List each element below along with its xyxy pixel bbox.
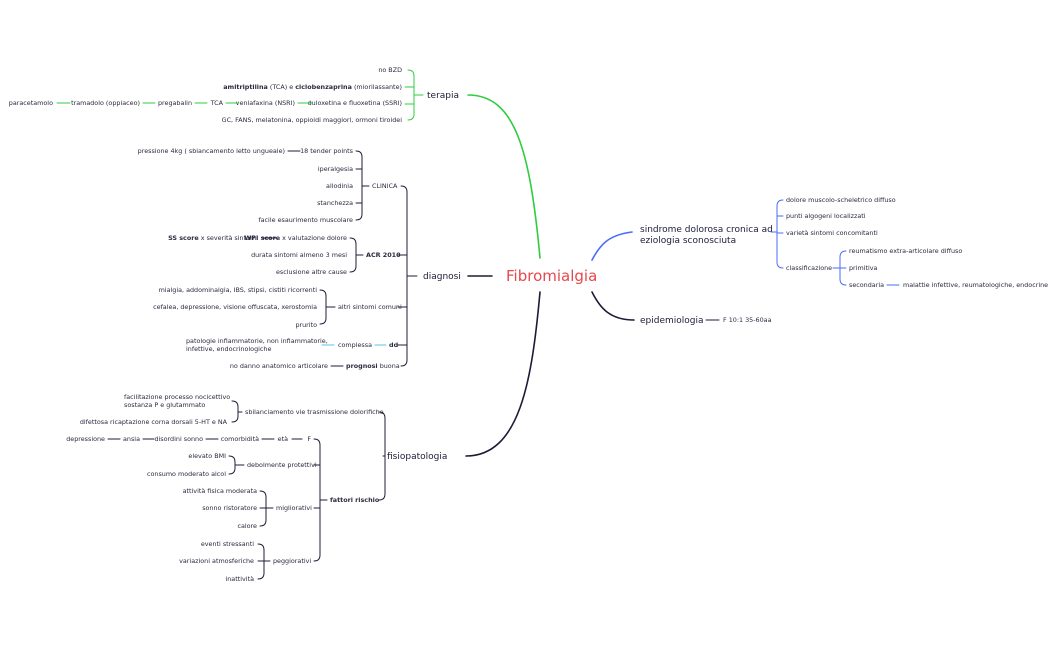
fattori-rischio-label[interactable]: fattori rischio (330, 496, 380, 504)
clinica-label[interactable]: CLINICA (372, 182, 398, 190)
clinica-bracket (355, 150, 370, 221)
branch-terapia (467, 94, 541, 259)
sindrome-punti[interactable]: punti algogeni localizzati (786, 212, 866, 220)
branch-epidemiologia (591, 291, 635, 321)
main-branches (465, 94, 635, 457)
fattori-eta[interactable]: età (278, 435, 288, 443)
diagnosi-label[interactable]: diagnosi (423, 272, 461, 282)
epidemiologia-branch: epidemiologia F 10:1 35-60aa (640, 316, 772, 326)
terapia-chain-tca[interactable]: TCA (210, 99, 224, 107)
sbil-facilitazione-2[interactable]: sostanza P e glutammato (124, 401, 205, 409)
terapia-amitriptilina[interactable]: amitriptilina (TCA) e ciclobenzaprina (m… (223, 83, 402, 91)
prognosi[interactable]: prognosi buona (346, 362, 400, 370)
sbil-bracket (231, 400, 243, 423)
terapia-chain-venlafaxina[interactable]: venlafaxina (NSRI) (236, 99, 295, 107)
peggiorativi-inattivita[interactable]: inattività (225, 575, 254, 583)
diagnosi-bracket (397, 185, 418, 367)
terapia-label[interactable]: terapia (427, 91, 459, 101)
fisiopatologia-label[interactable]: fisiopatologia (387, 452, 447, 462)
peggiorativi-eventi[interactable]: eventi stressanti (201, 540, 254, 548)
altri-prurito[interactable]: prurito (295, 321, 317, 329)
diagnosi-branch: diagnosi CLINICA 18 tender points pressi… (138, 147, 461, 370)
migliorativi-calore[interactable]: calore (237, 522, 257, 530)
secondaria-note[interactable]: malattie infettive, reumatologiche, endo… (903, 281, 1048, 289)
fattori-disordini-sonno[interactable]: disordini sonno (154, 435, 203, 443)
migliorativi-sonno[interactable]: sonno ristoratore (202, 504, 257, 512)
acr-label[interactable]: ACR 2010 (366, 251, 401, 259)
dd-complessa[interactable]: complessa (338, 341, 372, 349)
debolmente-bmi[interactable]: elevato BMI (188, 452, 226, 460)
classificazione-label[interactable]: classificazione (786, 264, 832, 272)
terapia-chain-duloxetina[interactable]: duloxetina e fluoxetina (SSRI) (308, 99, 402, 107)
sbil-facilitazione-1[interactable]: facilitazione processo nocicettivo (124, 393, 230, 401)
fattori-bracket (313, 438, 328, 562)
debolmente-protettivi-label[interactable]: debolmente protettivi (247, 461, 317, 469)
sindrome-label-2[interactable]: eziologia sconosciuta (640, 236, 736, 246)
fattori-ansia[interactable]: ansia (123, 435, 140, 443)
acr-durata[interactable]: durata sintomi almeno 3 mesi (251, 251, 347, 259)
clinica-iperalgesia[interactable]: iperalgesia (318, 165, 353, 173)
debolmente-bracket (228, 455, 245, 475)
root-title[interactable]: Fibromialgia (506, 267, 597, 285)
epidemiologia-note[interactable]: F 10:1 35-60aa (723, 316, 772, 324)
sbil-difettosa[interactable]: difettosa ricaptazione corna dorsali 5-H… (80, 418, 228, 426)
sindrome-branch: sindrome dolorosa cronica ad eziologia s… (640, 196, 1048, 289)
sindrome-label-1[interactable]: sindrome dolorosa cronica ad (640, 225, 773, 235)
peggiorativi-variazioni[interactable]: variazioni atmosferiche (179, 557, 254, 565)
fattori-comorbidita[interactable]: comorbidità (221, 435, 259, 443)
acr-ss[interactable]: SS score x severità sintomi (168, 234, 258, 242)
peggiorativi-label[interactable]: peggiorativi (273, 557, 311, 565)
peggiorativi-bracket (257, 543, 271, 580)
debolmente-alcol[interactable]: consumo moderato alcol (147, 470, 226, 478)
tender-points-note[interactable]: pressione 4kg ( sbiancamento letto ungue… (138, 147, 285, 155)
classificazione-reumatismo[interactable]: reumatismo extra-articolare diffuso (849, 247, 962, 255)
sindrome-dolore[interactable]: dolore muscolo-scheletrico diffuso (786, 196, 896, 204)
altri-cefalea[interactable]: cefalea, depressione, visione offuscata,… (153, 303, 317, 311)
clinica-stanchezza[interactable]: stanchezza (317, 199, 353, 207)
classificazione-secondaria[interactable]: secondaria (849, 281, 884, 289)
clinica-allodinia[interactable]: allodinia (326, 182, 353, 190)
terapia-bracket (404, 69, 424, 121)
acr-wpi[interactable]: WPI score x valutazione dolore (244, 234, 347, 242)
fisiopatologia-branch: fisiopatologia sbilanciamento vie trasmi… (66, 393, 447, 583)
sindrome-varieta[interactable]: varietà sintomi concomitanti (786, 229, 878, 237)
fattori-f[interactable]: F (307, 435, 311, 443)
migliorativi-bracket (259, 490, 274, 527)
branch-sindrome (591, 231, 633, 261)
terapia-no-bzd[interactable]: no BZD (378, 66, 402, 74)
terapia-chain-pregabalin[interactable]: pregabalin (158, 99, 192, 107)
altri-bracket (319, 289, 336, 325)
migliorativi-attivita[interactable]: attività fisica moderata (183, 487, 257, 495)
classificazione-primitiva[interactable]: primitiva (849, 264, 878, 272)
dd-note-2[interactable]: infettive, endocrinologiche (186, 345, 271, 353)
branch-fisiopatologia (465, 291, 541, 457)
altri-sintomi-label[interactable]: altri sintomi comuni (338, 303, 402, 311)
terapia-chain-tramadolo[interactable]: tramadolo (oppiaceo) (71, 99, 140, 107)
fisiopatologia-bracket (378, 411, 386, 501)
migliorativi-label[interactable]: migliorativi (276, 504, 312, 512)
dd-note-1[interactable]: patologie infiammatorie, non infiammator… (186, 337, 328, 345)
terapia-chain-paracetamolo[interactable]: paracetamolo (9, 99, 53, 107)
fattori-depressione[interactable]: depressione (66, 435, 105, 443)
terapia-gc-fans[interactable]: GC, FANS, melatonina, oppioidi maggiori,… (222, 116, 403, 124)
dd-label[interactable]: dd (389, 341, 399, 349)
acr-bracket (349, 237, 364, 273)
classificazione-bracket (832, 250, 847, 286)
sindrome-bracket (770, 199, 784, 269)
sbilanciamento-label[interactable]: sbilanciamento vie trasmissione dolorifi… (245, 408, 384, 416)
acr-esclusione[interactable]: esclusione altre cause (276, 268, 347, 276)
epidemiologia-label[interactable]: epidemiologia (640, 316, 704, 326)
terapia-branch: terapia no BZD amitriptilina (TCA) e cic… (9, 66, 459, 124)
altri-mialgia[interactable]: mialgia, addominalgia, IBS, stipsi, cist… (159, 286, 318, 294)
clinica-esaurimento[interactable]: facile esaurimento muscolare (258, 216, 353, 224)
clinica-18-tender-points[interactable]: 18 tender points (300, 147, 354, 155)
prognosi-note[interactable]: no danno anatomico articolare (230, 362, 328, 370)
